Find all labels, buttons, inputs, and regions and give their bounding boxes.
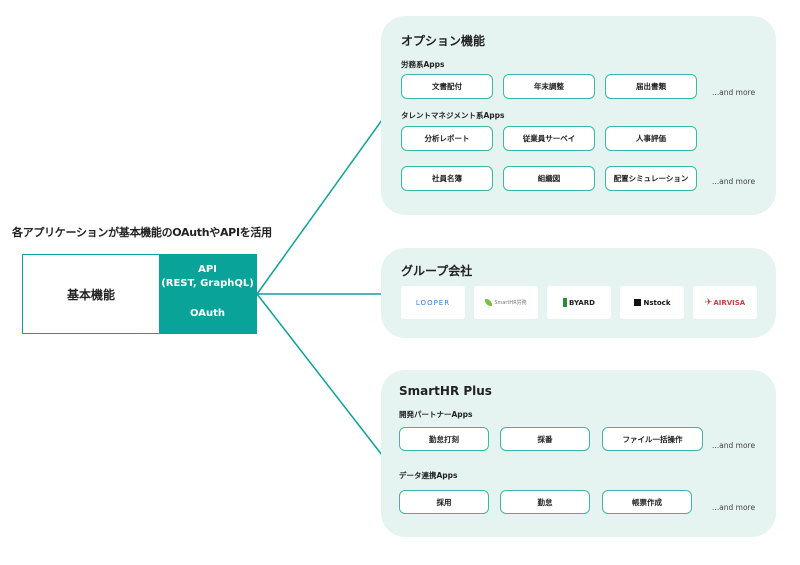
- nstock-mark-icon: [633, 299, 641, 306]
- app-pill: 採用: [399, 490, 489, 514]
- connector-to-options: [256, 119, 383, 295]
- smarthr-labor-logo-text: SmartHR労務: [494, 300, 527, 306]
- app-pill: 採番: [500, 427, 590, 451]
- connector-to-plus: [256, 293, 383, 456]
- smarthr-plus-panel: SmartHR Plus 開発パートナーApps 勤怠打刻 採番 ファイル一括操…: [381, 370, 776, 537]
- plus-group2-label: データ連携Apps: [399, 471, 458, 480]
- app-pill: 帳票作成: [602, 490, 692, 514]
- byard-logo: BYARD: [547, 286, 611, 319]
- options-group2-label: タレントマネジメント系Apps: [401, 111, 505, 120]
- options-title: オプション機能: [401, 34, 486, 48]
- byard-logo-text: BYARD: [569, 298, 595, 307]
- app-pill: 人事評価: [605, 126, 697, 151]
- smarthr-labor-logo: SmartHR労務: [474, 286, 538, 319]
- more-label: ...and more: [712, 88, 756, 97]
- core-features-box: 基本機能 API (REST, GraphQL) OAuth: [22, 254, 257, 334]
- app-pill: 社員名簿: [401, 166, 493, 191]
- diagram-caption: 各アプリケーションが基本機能のOAuthやAPIを活用: [12, 226, 272, 239]
- airvisa-mark-icon: ✈: [704, 297, 713, 308]
- nstock-logo-text: Nstock: [643, 298, 671, 307]
- app-pill: 文書配付: [401, 74, 493, 99]
- app-pill: ファイル一括操作: [602, 427, 703, 451]
- core-features-label: 基本機能: [66, 287, 115, 302]
- options-panel: オプション機能 労務系Apps 文書配付 年末調整 届出書類 ...and mo…: [381, 16, 776, 215]
- more-label: ...and more: [712, 177, 756, 186]
- byard-mark-icon: [563, 298, 567, 307]
- app-pill: 年末調整: [503, 74, 595, 99]
- looper-logo: LOOPER: [401, 286, 465, 319]
- api-label: API (REST, GraphQL): [159, 263, 256, 291]
- app-pill: 従業員サーベイ: [503, 126, 595, 151]
- group-companies-title: グループ会社: [401, 264, 473, 278]
- airvisa-logo: ✈ AIRVISA: [693, 286, 757, 319]
- smarthr-plus-title: SmartHR Plus: [399, 384, 492, 398]
- nstock-logo: Nstock: [620, 286, 684, 319]
- app-pill: 組織図: [503, 166, 595, 191]
- app-pill: 分析レポート: [401, 126, 493, 151]
- oauth-label: OAuth: [190, 308, 225, 319]
- api-types: (REST, GraphQL): [161, 278, 254, 289]
- group-companies-panel: グループ会社 LOOPER SmartHR労務 BYARD Nstock ✈ A…: [381, 248, 776, 338]
- app-pill: 配置シミュレーション: [605, 166, 697, 191]
- app-pill: 届出書類: [605, 74, 697, 99]
- app-pill: 勤怠: [500, 490, 590, 514]
- more-label: ...and more: [712, 441, 756, 450]
- more-label: ...and more: [712, 503, 756, 512]
- plus-group1-label: 開発パートナーApps: [399, 410, 473, 419]
- api-oauth-block: API (REST, GraphQL) OAuth: [159, 255, 256, 333]
- options-group1-label: 労務系Apps: [401, 60, 445, 69]
- leaf-icon: [485, 299, 493, 306]
- app-pill: 勤怠打刻: [399, 427, 489, 451]
- looper-logo-text: LOOPER: [415, 298, 451, 307]
- api-title: API: [198, 264, 217, 275]
- airvisa-logo-text: AIRVISA: [713, 298, 746, 307]
